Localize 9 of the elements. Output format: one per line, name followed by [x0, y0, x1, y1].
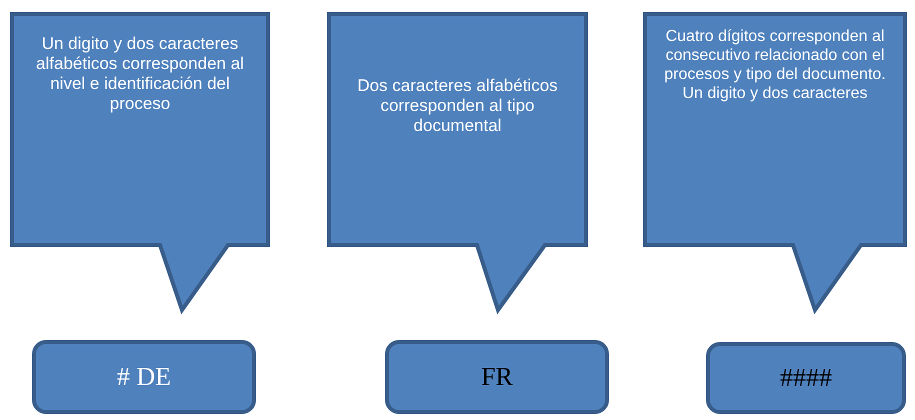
code-box	[32, 340, 256, 414]
code-box	[706, 342, 906, 414]
callout-text: Dos caracteres alfabéticos corresponden al tipo documental	[356, 76, 559, 136]
code-text: # DE	[116, 362, 172, 392]
callout-text: Cuatro dígitos corresponden al consecutivo relacionado con el procesos y tipo del documento. Un digito y dos caracteres	[663, 28, 887, 104]
callout-text: Un digito y dos caracteres alfabéticos corresponden al nivel e identificación del proceso	[35, 34, 245, 114]
code-text: FR	[481, 362, 513, 392]
code-box	[385, 340, 609, 414]
code-text: ####	[780, 363, 832, 393]
